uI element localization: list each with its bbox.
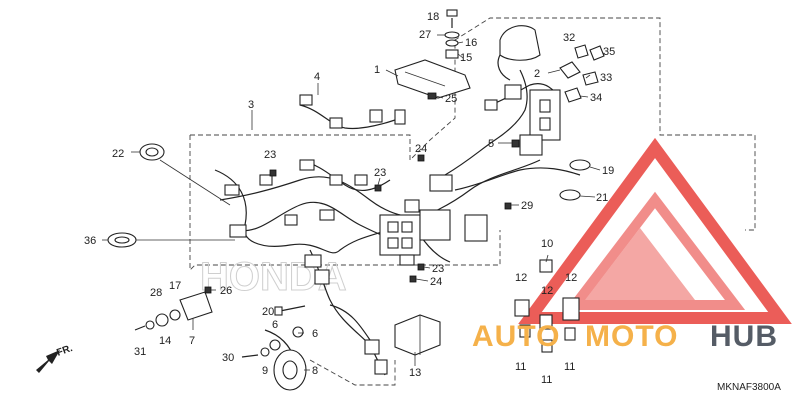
watermark-hub: HUB — [710, 320, 778, 353]
callout-33: 33 — [600, 72, 612, 84]
callout-24a: 24 — [415, 143, 427, 155]
callout-15: 15 — [460, 52, 472, 64]
part-relay-module — [394, 314, 441, 356]
harness-connectors — [224, 84, 561, 375]
callout-20: 20 — [262, 306, 274, 318]
callout-7: 7 — [189, 335, 195, 347]
callout-6b: 6 — [312, 328, 318, 340]
callout-17: 17 — [169, 280, 181, 292]
watermark-text: AUTO MOTO HUB — [472, 320, 778, 353]
callout-2: 2 — [534, 68, 540, 80]
part-bands — [559, 159, 591, 201]
watermark-moto: MOTO — [585, 320, 678, 353]
callout-26: 26 — [220, 285, 232, 297]
callout-18: 18 — [427, 11, 439, 23]
cable-cover — [497, 25, 541, 81]
callout-22: 22 — [112, 148, 124, 160]
callout-12b: 12 — [541, 285, 553, 297]
part-nuts — [204, 139, 520, 294]
callout-labels: 1 2 3 4 5 6 6 7 8 9 10 11 11 11 12 12 12… — [84, 11, 615, 386]
callout-25: 25 — [445, 93, 457, 105]
part-relays — [514, 259, 580, 353]
callout-29: 29 — [521, 200, 533, 212]
front-direction-arrow: FR. — [36, 343, 74, 373]
leader-lines — [102, 34, 601, 371]
part-horn — [241, 326, 307, 391]
callout-11c: 11 — [564, 361, 575, 373]
callout-14: 14 — [159, 335, 171, 347]
callout-27: 27 — [419, 29, 431, 41]
callout-31: 31 — [134, 346, 146, 358]
callout-35: 35 — [603, 46, 615, 58]
assembly-outline — [189, 17, 756, 386]
part-bolt — [274, 305, 306, 316]
callout-6a: 6 — [272, 319, 278, 331]
watermark-auto: AUTO — [472, 320, 560, 353]
callout-12c: 12 — [565, 272, 577, 284]
callout-16: 16 — [465, 37, 477, 49]
callout-23c: 23 — [432, 263, 444, 275]
diagram-code: MKNAF3800A — [717, 382, 781, 393]
callout-4: 4 — [314, 71, 320, 83]
part-fastener-stack — [444, 9, 460, 59]
callout-34: 34 — [590, 92, 602, 104]
callout-12a: 12 — [515, 272, 527, 284]
callout-36: 36 — [84, 235, 96, 247]
part-bracket-and-fasteners — [134, 291, 213, 331]
callout-21: 21 — [596, 192, 608, 204]
watermark-triangle-logo — [518, 137, 792, 324]
part-control-module — [394, 59, 471, 100]
callout-11a: 11 — [515, 361, 526, 373]
callout-19: 19 — [602, 165, 614, 177]
callout-28: 28 — [150, 287, 162, 299]
callout-8: 8 — [312, 365, 318, 377]
callout-3: 3 — [248, 99, 254, 111]
callout-1: 1 — [374, 64, 380, 76]
callout-9: 9 — [262, 365, 268, 377]
callout-11b: 11 — [541, 374, 552, 386]
callout-30: 30 — [222, 352, 234, 364]
callout-13: 13 — [409, 367, 421, 379]
front-label: FR. — [55, 343, 74, 359]
callout-23b: 23 — [374, 167, 386, 179]
callout-32: 32 — [563, 32, 575, 44]
callout-24b: 24 — [430, 276, 442, 288]
callout-23a: 23 — [264, 149, 276, 161]
callout-10: 10 — [541, 238, 553, 250]
part-clips — [559, 44, 605, 103]
callout-5: 5 — [488, 138, 494, 150]
